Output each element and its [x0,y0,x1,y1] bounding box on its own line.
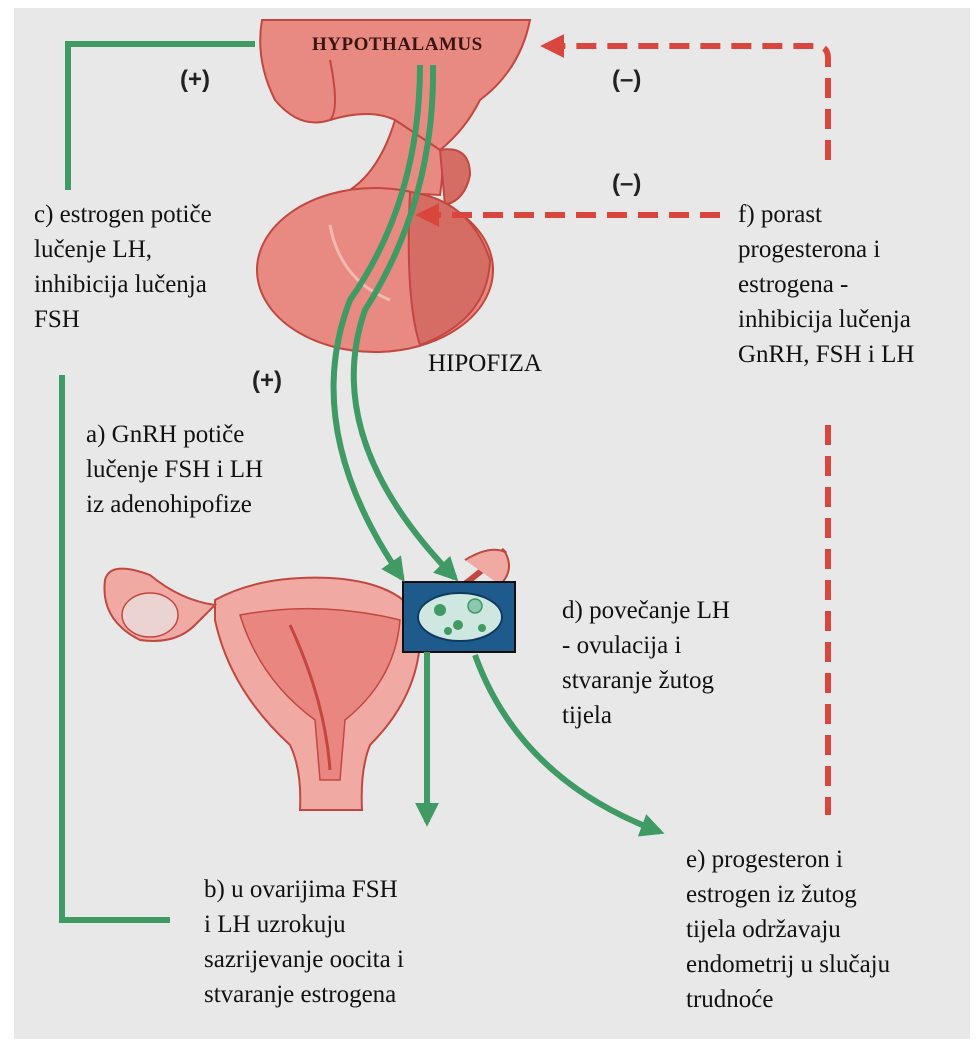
pituitary-illustration [257,120,493,352]
feedback-line-left [68,44,255,190]
hypothalamus-label: HYPOTHALAMUS [312,34,483,56]
step-a-label: a) GnRH potiče lučenje FSH i LH iz adeno… [86,417,263,522]
inhibit-hypothalamus-arrow [545,46,828,160]
plus-sign-mid: (+) [252,367,282,395]
minus-sign-top: (–) [612,66,641,94]
plus-sign-top: (+) [180,66,210,94]
step-b-label: b) u ovarijima FSH i LH uzrokuju sazrije… [204,872,404,1012]
minus-sign-mid: (–) [612,170,641,198]
ovary-inset [403,582,515,652]
step-d-label: d) povečanje LH - ovulacija i stvaranje … [562,593,730,733]
hipofiza-label: HIPOFIZA [428,350,542,378]
step-e-label: e) progesteron i estrogen iz žutog tijel… [686,842,890,1017]
step-f-label: f) porast progesterona i estrogena - inh… [738,197,914,372]
step-c-label: c) estrogen potiče lučenje LH, inhibicij… [34,197,212,337]
